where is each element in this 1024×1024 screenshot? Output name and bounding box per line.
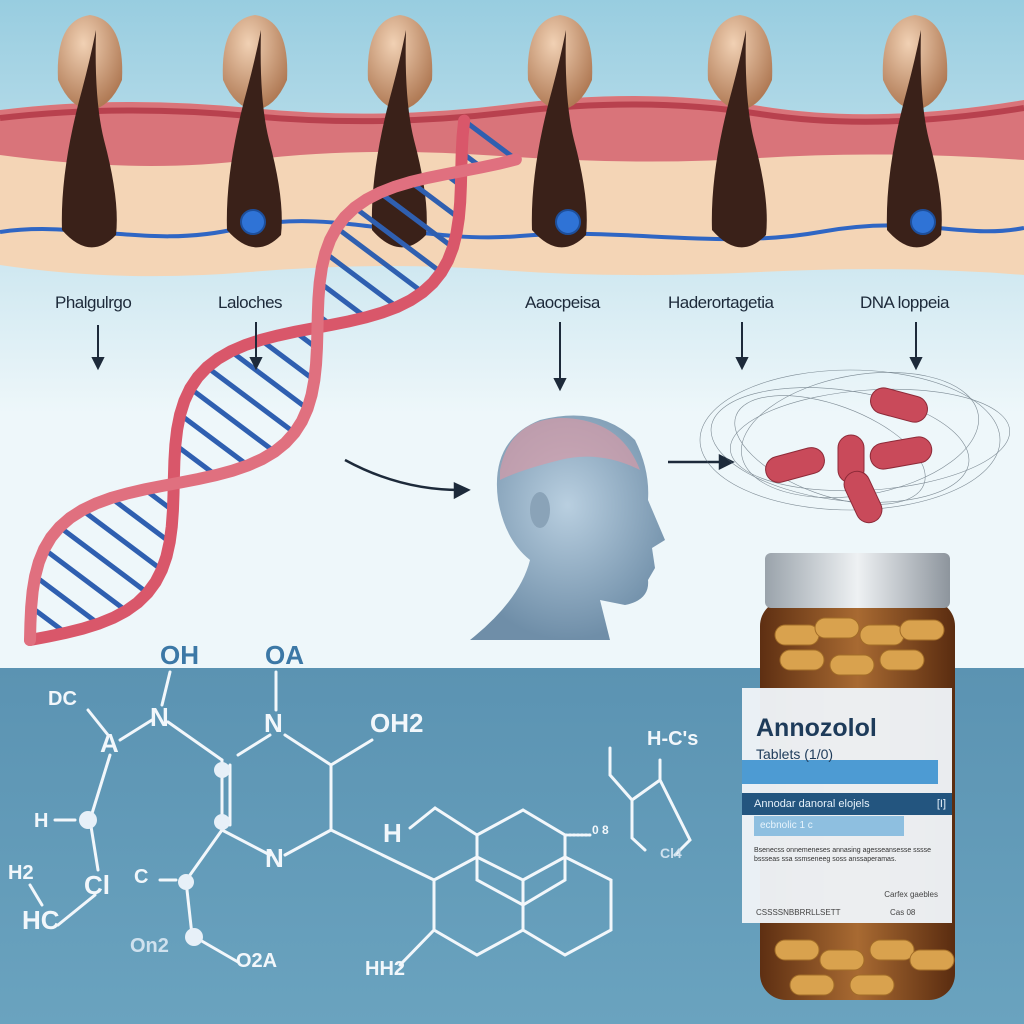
tablet [899, 619, 945, 641]
chem-n3: N [265, 843, 284, 873]
chem-n1: N [150, 702, 169, 732]
chemical-structure [28, 670, 692, 967]
stage-label-4: Haderortagetia [668, 293, 774, 312]
chem-ch3: Cl4 [660, 845, 682, 861]
tablet [774, 624, 820, 646]
hair-follicle [707, 15, 773, 248]
tablet [814, 617, 860, 639]
stage-label-3: Aaocpeisa [525, 293, 600, 312]
capsule [870, 387, 928, 423]
base-pair [205, 365, 297, 435]
capsule [869, 436, 933, 470]
base-pair [42, 547, 128, 613]
base-pair [335, 225, 425, 295]
label-footer-left: CSSSSNBBRRLLSETT [756, 908, 841, 917]
drug-subtitle: Tablets (1/0) [756, 746, 834, 762]
stage-label-1: Phalgulrgo [55, 293, 132, 312]
base-pair [378, 190, 455, 250]
base-pair [229, 349, 309, 411]
skin-cross-section [0, 95, 1024, 277]
tablet [859, 624, 905, 646]
capsules [765, 387, 933, 524]
base-pair [33, 574, 100, 626]
hair-follicle [527, 15, 593, 248]
capsule [765, 447, 825, 483]
chem-n2: N [264, 708, 283, 738]
tablet [869, 939, 915, 961]
human-head-profile [470, 415, 665, 640]
tablet [829, 654, 875, 676]
capsule [843, 470, 883, 524]
drug-name: Annozolol [756, 714, 877, 742]
base-pair [462, 118, 518, 162]
label-box: ecbnolic 1 c [754, 816, 904, 836]
base-pair [353, 205, 443, 275]
flow-arrows [344, 453, 735, 500]
tablet [819, 949, 865, 971]
blue-cell [240, 209, 266, 235]
chem-cl: Cl [84, 870, 110, 900]
chem-oa-top: OA [265, 640, 304, 670]
blue-cell [555, 209, 581, 235]
down-arrows [91, 322, 923, 392]
base-pair [58, 525, 150, 595]
base-pair [178, 412, 250, 468]
chem-h2-left: H2 [8, 862, 34, 884]
base-pair [109, 496, 172, 544]
chem-h-mid: H [383, 818, 402, 848]
base-pair [173, 442, 218, 478]
chem-hc: HC [22, 905, 60, 935]
base-pair [259, 337, 316, 383]
stage-label-5: DNA loppeia [860, 293, 950, 312]
chem-hh2: HH2 [365, 958, 406, 980]
bottle-label: Annozolol Tablets (1/0) Annodar danoral … [742, 688, 952, 923]
hair-tangle [699, 369, 1011, 511]
tablet [849, 974, 895, 996]
tablet [789, 974, 835, 996]
tablet [774, 939, 820, 961]
label-band: Annodar danoral elojels [I] [742, 793, 952, 815]
hair-follicle [882, 15, 948, 248]
band-tag: [I] [936, 798, 946, 810]
base-pair [409, 179, 461, 221]
dna-strand [24, 114, 471, 646]
dna-helix [24, 114, 522, 646]
tablet [909, 949, 955, 971]
chem-o8: 0 8 [592, 823, 609, 837]
hair-follicle [57, 15, 123, 248]
chem-oh2: OH2 [370, 708, 424, 738]
chem-hcs: H-C's [647, 728, 699, 750]
chem-o2a: O2A [236, 950, 278, 972]
tablet [779, 649, 825, 671]
base-pair [80, 508, 164, 572]
label-footer-right: Cas 08 [890, 908, 916, 917]
chem-h-left: H [34, 810, 49, 832]
base-pair [188, 386, 277, 454]
hair-follicle [222, 15, 288, 248]
chem-oh-top: OH [160, 640, 199, 670]
band-text: Annodar danoral elojels [754, 798, 870, 810]
chem-c: C [134, 866, 149, 888]
dna-strand [24, 153, 522, 646]
base-pair [318, 280, 368, 320]
chem-a: A [100, 728, 119, 758]
blue-cell [910, 209, 936, 235]
label-body-text: Bsenecss onnemeneses annasing agesseanse… [754, 847, 932, 863]
label-right-small: Carfex gaebles [884, 890, 938, 899]
base-pair [323, 251, 399, 309]
atom-nodes [79, 762, 230, 946]
tablet [879, 649, 925, 671]
chem-dc: DC [48, 688, 77, 710]
chem-on2: On2 [130, 935, 169, 957]
stage-label-2: Laloches [218, 293, 283, 312]
